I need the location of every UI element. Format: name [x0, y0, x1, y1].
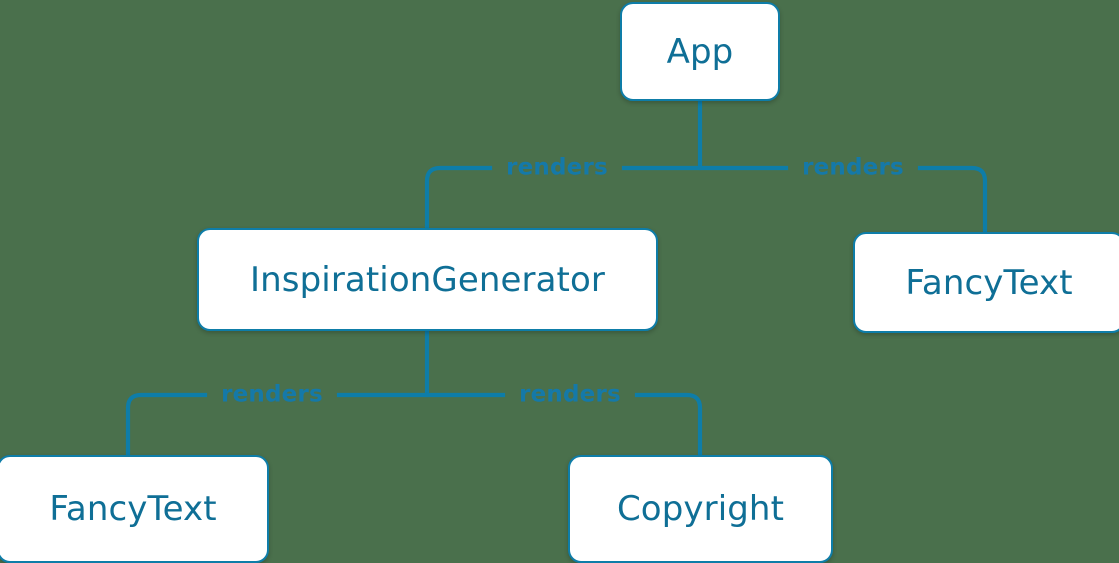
node-fancytext-bottom-label: FancyText [49, 489, 217, 529]
edge-label-app-to-fancytext-right: renders [802, 154, 904, 181]
node-inspiration-generator-label: InspirationGenerator [250, 259, 605, 300]
node-copyright-label: Copyright [616, 489, 785, 529]
node-inspiration-generator[interactable]: InspirationGenerator [197, 228, 658, 331]
node-app-label: App [666, 31, 734, 72]
edge-label-inspiration-to-copyright: renders [519, 381, 621, 408]
node-app[interactable]: App [620, 2, 780, 101]
node-fancytext-right-label: FancyText [905, 262, 1073, 303]
node-fancytext-right[interactable]: FancyText [853, 232, 1119, 333]
node-copyright[interactable]: Copyright [568, 455, 833, 563]
edge-label-app-to-inspiration: renders [506, 154, 608, 181]
edge-label-inspiration-to-fancytext-bottom: renders [221, 381, 323, 408]
node-fancytext-bottom[interactable]: FancyText [0, 455, 269, 563]
